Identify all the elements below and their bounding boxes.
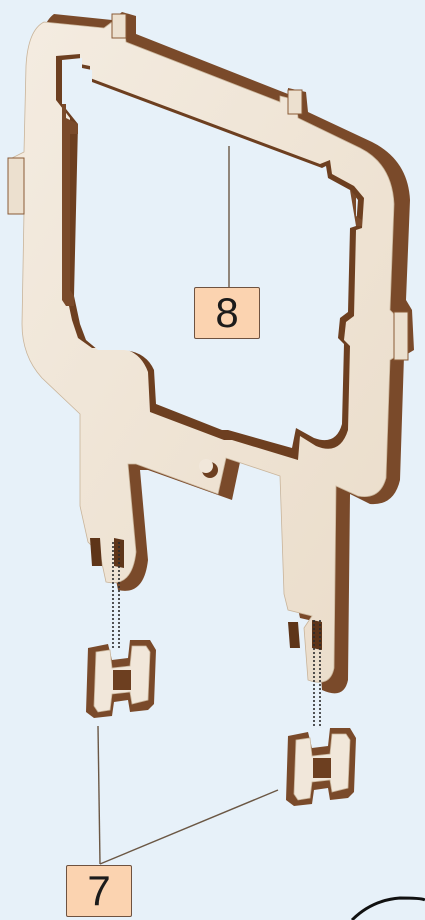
top-tab-left [112,14,126,38]
left-side-tab [8,158,24,214]
callout-number-7: 7 [87,870,110,912]
leader-line-7-left [98,726,100,864]
callout-label-7: 7 [66,865,132,917]
left-foot-slot [113,670,131,690]
right-foot-slot [313,758,331,778]
right-foot [286,728,356,806]
callout-label-8: 8 [194,287,260,339]
leader-line-7-right [100,790,278,864]
crossbar-notch-face [199,459,213,473]
corner-circle-fragment [352,898,425,920]
left-foot [86,640,156,718]
callout-number-8: 8 [215,292,238,334]
right-side-tab [394,312,408,360]
top-tab-right [288,90,302,114]
plywood-frame-icon [8,12,414,693]
